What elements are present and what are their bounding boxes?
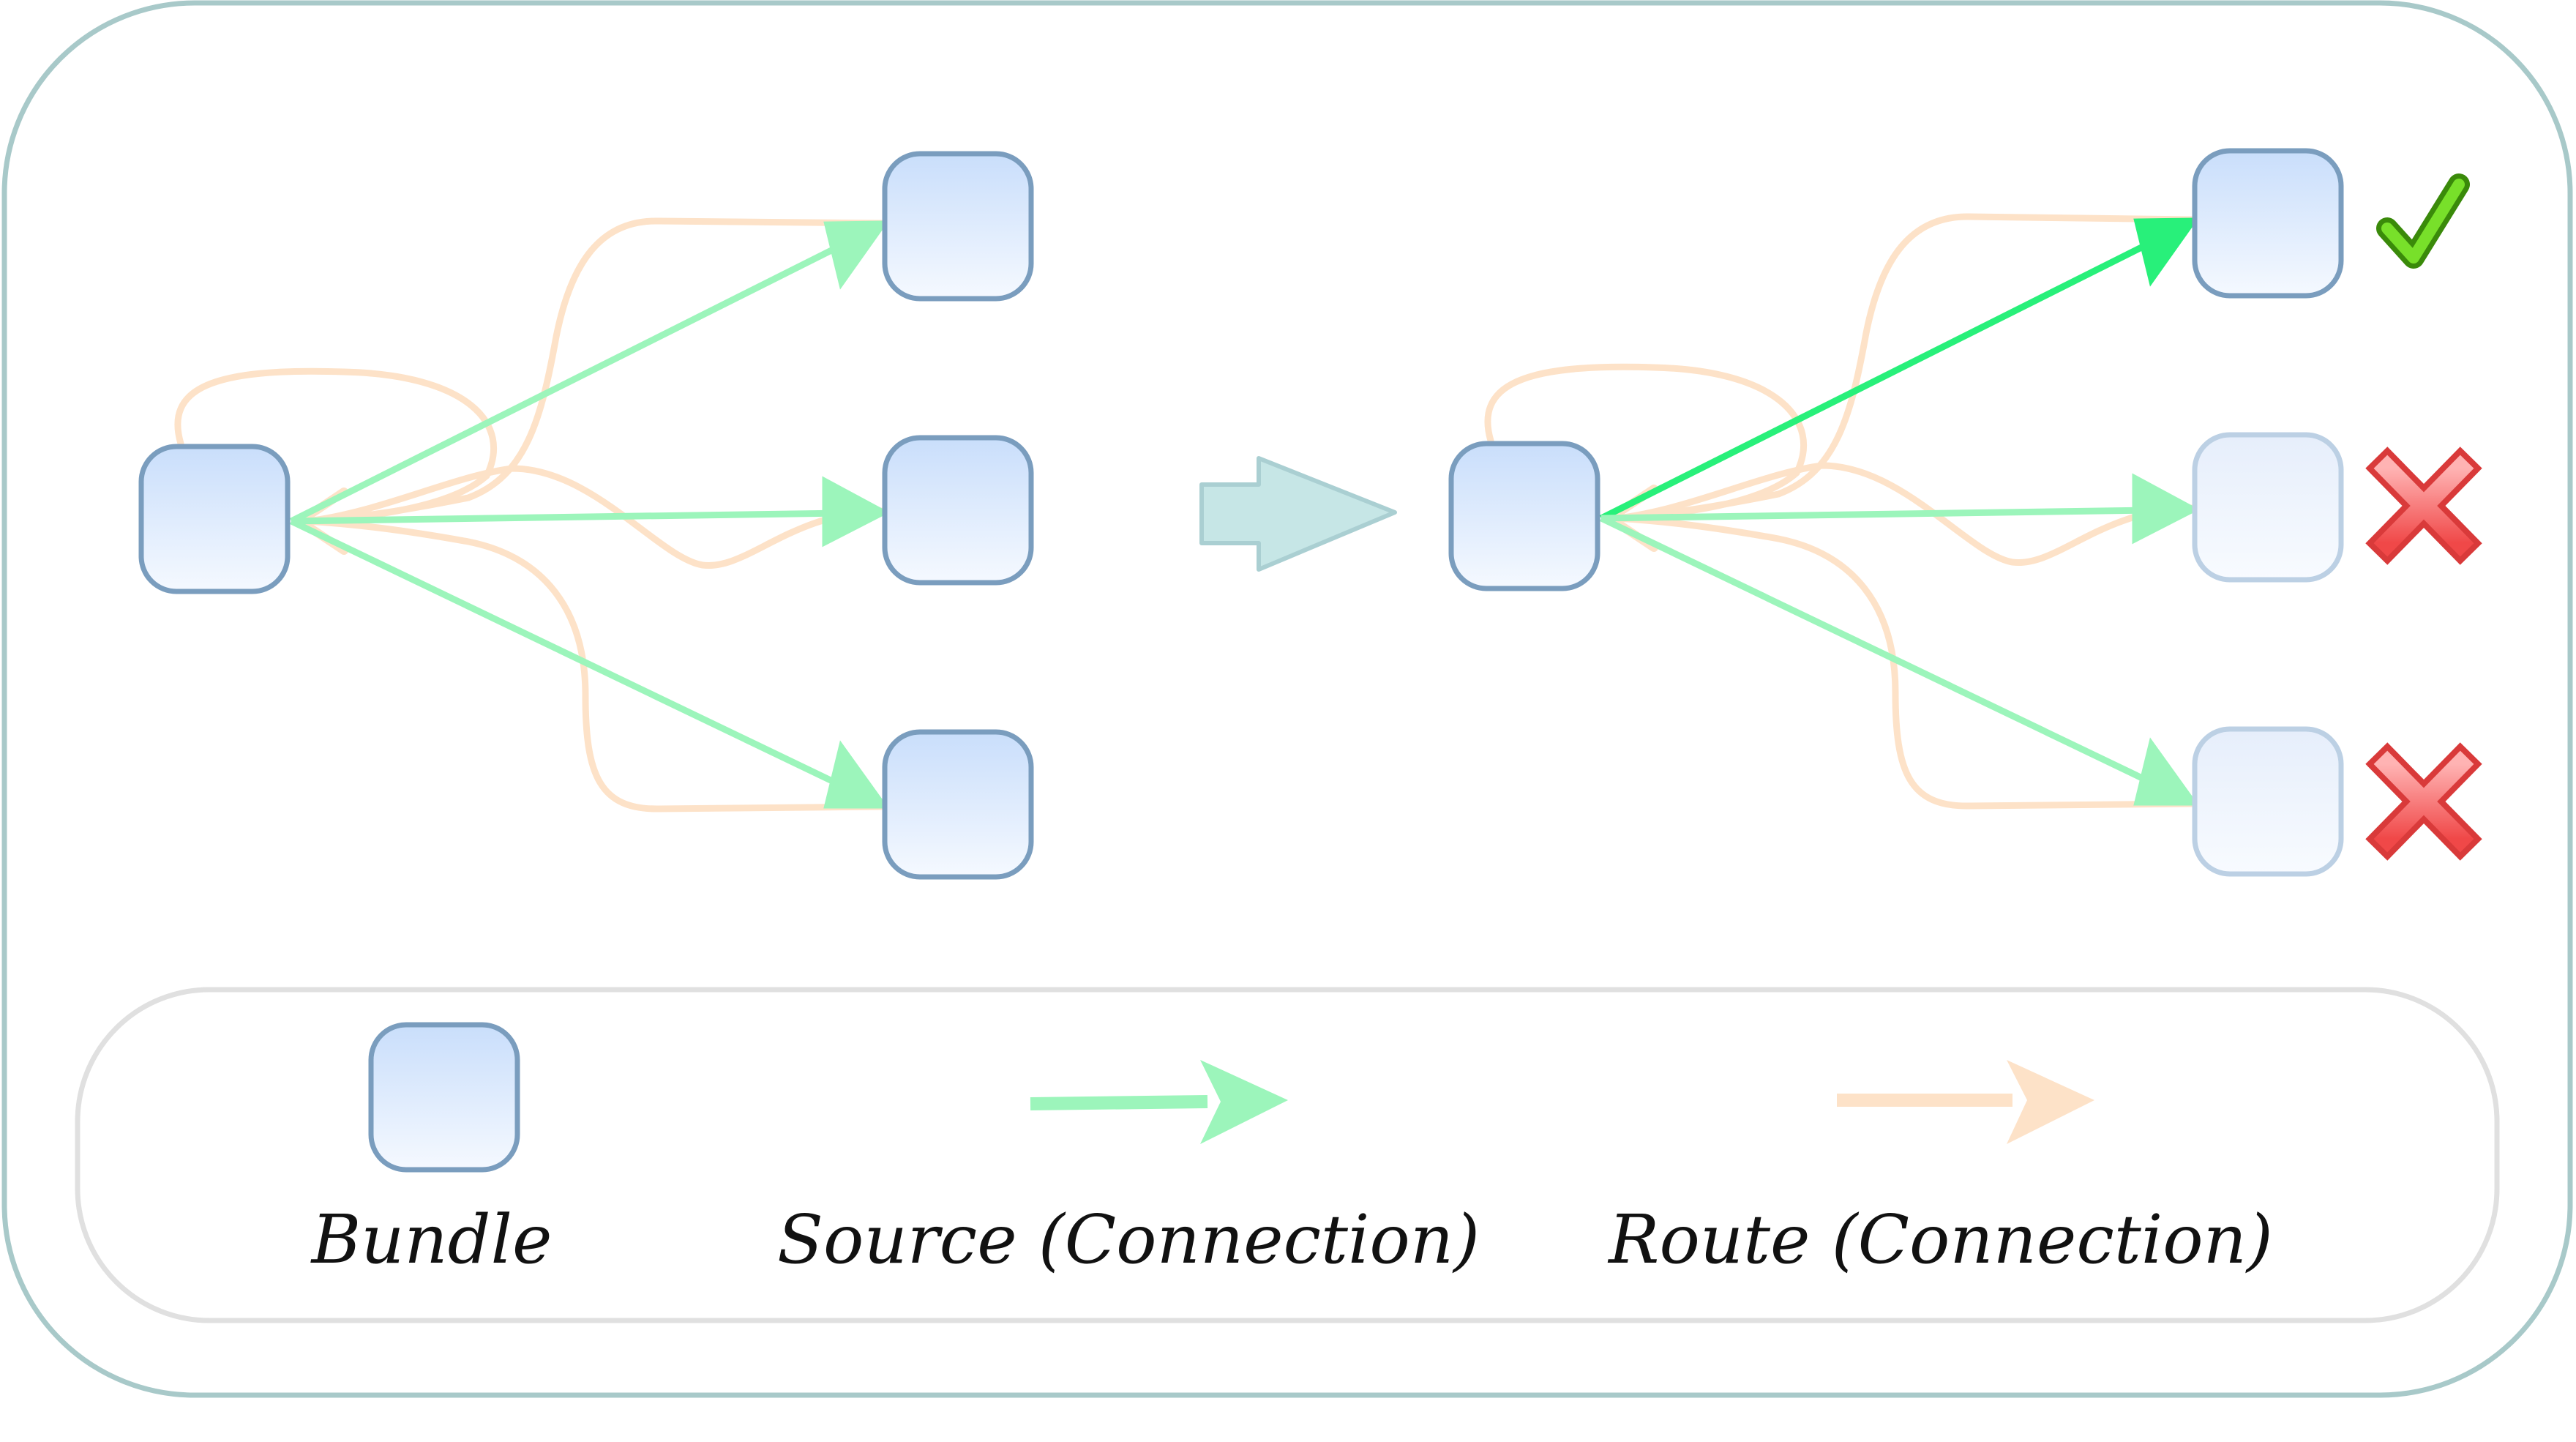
bundle-rejected: [2192, 432, 2344, 583]
bundle-rejected: [2192, 726, 2344, 877]
source-arrowhead-bottom: [2133, 737, 2199, 806]
legend-source-label: Source (Connection): [777, 1200, 1480, 1279]
bundle: [1448, 441, 1600, 591]
source-connection-bottom: [290, 518, 850, 793]
route-connection-middle: [304, 465, 886, 569]
route-connection-top: [1614, 213, 2195, 522]
legend-bundle-label: Bundle: [310, 1200, 553, 1279]
source-arrowhead-middle: [2132, 473, 2200, 545]
legend-route-swatch: [1837, 1060, 2094, 1144]
left-diagram: [138, 151, 1034, 880]
right-bundles: [1448, 148, 2344, 877]
source-connection-top: [289, 238, 851, 525]
source-arrowhead-bottom: [823, 740, 889, 809]
left-source-connections: [289, 220, 890, 809]
source-arrowhead-middle: [822, 476, 890, 548]
check-mark-icon: [2376, 173, 2470, 269]
bundle: [882, 435, 1034, 586]
bundle: [138, 444, 291, 594]
cross-mark-icon: [2365, 447, 2482, 565]
source-connection-top-active: [1599, 235, 2161, 522]
right-source-connections: [1599, 217, 2200, 806]
cross-mark-icon: [2365, 742, 2482, 861]
legend-box: [75, 987, 2500, 1323]
legend-route-label: Route (Connection): [1607, 1200, 2273, 1279]
legend-bundle-swatch: [368, 1022, 520, 1173]
right-arrow-icon: [1199, 456, 1397, 572]
bundle: [882, 151, 1034, 302]
bundle-accepted: [2192, 148, 2344, 299]
legend-source-swatch: [1030, 1060, 1288, 1144]
left-route-connections: [174, 217, 886, 812]
route-connection-middle: [1614, 462, 2195, 567]
source-arrowhead-top: [823, 220, 889, 290]
legend: Bundle Source (Connection) Route (Connec…: [75, 987, 2500, 1323]
source-arrowhead-top-active: [2133, 217, 2199, 287]
bundle: [882, 729, 1034, 880]
route-connection-top: [304, 217, 886, 525]
route-connection-bottom: [304, 518, 886, 812]
route-connection-bottom: [1614, 515, 2195, 810]
left-bundles: [138, 151, 1034, 880]
source-connection-middle: [1600, 507, 2152, 522]
right-diagram: [1448, 148, 2482, 877]
source-connection-middle: [291, 509, 842, 525]
source-connection-bottom: [1600, 515, 2160, 790]
